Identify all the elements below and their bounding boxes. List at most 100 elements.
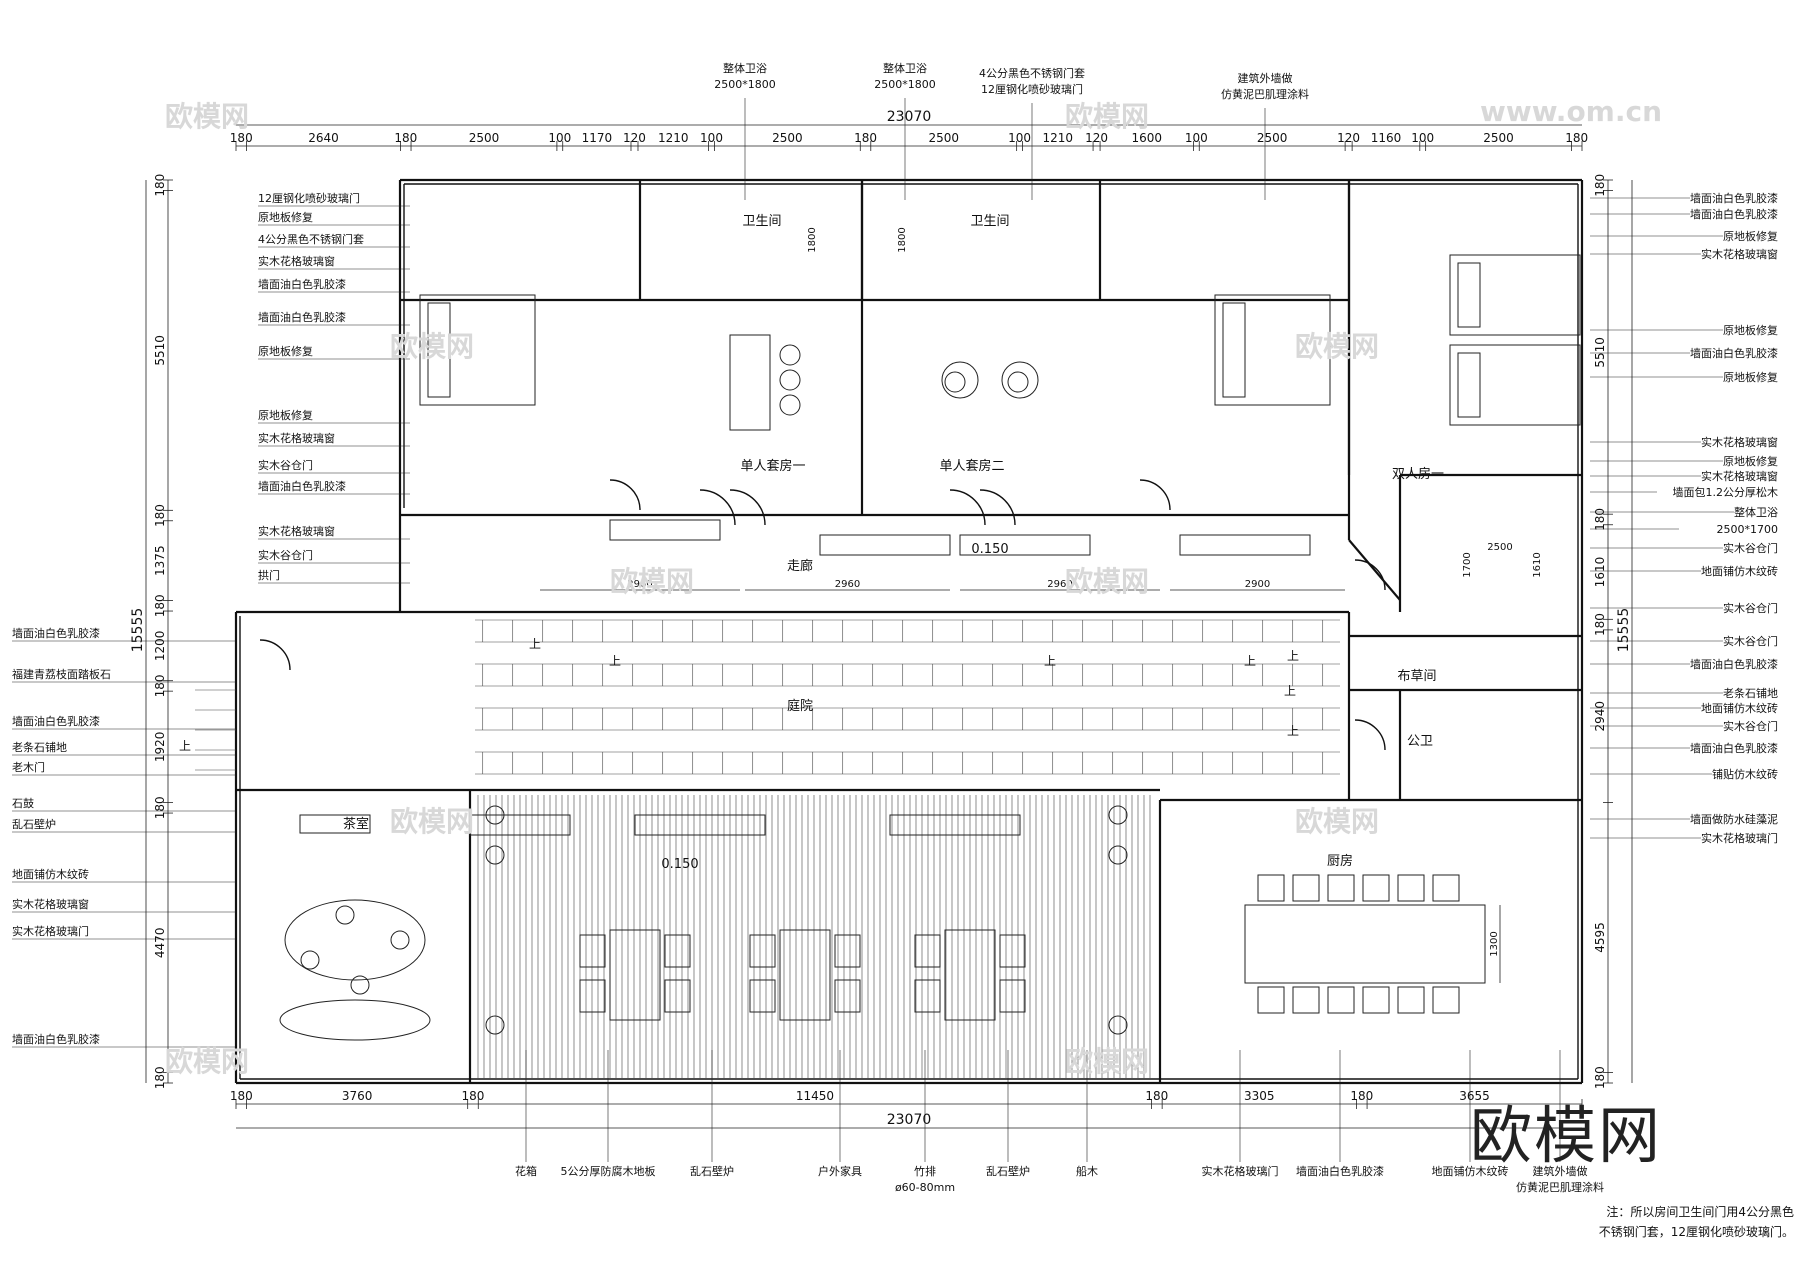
planter — [299, 814, 371, 834]
right-annotation: 墙面油白色乳胶漆 — [1690, 191, 1778, 205]
bath-dim: 1700 — [1462, 552, 1473, 577]
dining-chair — [1397, 874, 1425, 902]
left-annotation: 实木花格玻璃窗 — [258, 431, 335, 445]
outdoor-chair — [999, 934, 1026, 968]
bottom-dim-value: 180 — [1350, 1089, 1373, 1103]
planter-pot — [485, 805, 505, 825]
right-dim-value: 180 — [1593, 508, 1607, 531]
outdoor-chair — [664, 979, 691, 1013]
right-annotation: 2500*1700 — [1717, 523, 1779, 536]
top-dim-value: 120 — [623, 131, 646, 145]
left-annotation: 墙面油白色乳胶漆 — [258, 277, 346, 291]
left-annotation: 墙面油白色乳胶漆 — [12, 714, 100, 728]
right-annotation: 墙面做防水硅藻泥 — [1690, 812, 1778, 826]
right-annotation: 实木花格玻璃窗 — [1701, 469, 1778, 483]
left-annotation: 福建青荔枝面踏板石 — [12, 667, 111, 681]
bottom-annotation: 竹排 — [914, 1164, 936, 1178]
right-dim-value: 180 — [1593, 1066, 1607, 1089]
watermark: 欧模网 — [1065, 1045, 1150, 1078]
watermark: 欧模网 — [1295, 330, 1380, 363]
bottom-annotation: 仿黄泥巴肌理涂料 — [1516, 1180, 1604, 1194]
watermark: 欧模网 — [1065, 565, 1150, 598]
watermark: 欧模网 — [1295, 805, 1380, 838]
table-dim: 1300 — [1489, 931, 1500, 956]
top-dim-value: 100 — [548, 131, 571, 145]
dining-chair — [1327, 986, 1355, 1014]
bottom-dim-value: 11450 — [796, 1089, 834, 1103]
stool — [779, 394, 801, 416]
bottom-annotation: 墙面油白色乳胶漆 — [1296, 1164, 1384, 1178]
outdoor-chair — [834, 934, 861, 968]
furniture-block — [729, 334, 771, 431]
left-dim-value: 180 — [153, 504, 167, 527]
left-annotation: 实木谷仓门 — [258, 548, 313, 562]
top-dim-value: 180 — [854, 131, 877, 145]
stool — [1007, 371, 1029, 393]
planter-pot — [1108, 845, 1128, 865]
pillow — [1222, 302, 1246, 398]
right-annotation: 墙面包1.2公分厚松木 — [1673, 485, 1779, 499]
door-swing — [1139, 479, 1171, 511]
round-table — [1001, 361, 1039, 399]
bottom-dim-value: 180 — [230, 1089, 253, 1103]
bottom-dim-value: 3760 — [342, 1089, 373, 1103]
planter — [889, 814, 1021, 836]
right-annotation: 墙面油白色乳胶漆 — [1690, 346, 1778, 360]
planter-pot — [485, 1015, 505, 1035]
furniture-block — [959, 534, 1091, 556]
left-annotation: 老木门 — [12, 760, 45, 774]
door-swing — [699, 489, 736, 526]
note-line: 注：所以房间卫生间门用4公分黑色 — [1606, 1205, 1794, 1219]
watermark: 欧模网 — [610, 565, 695, 598]
bottom-annotation: 花箱 — [515, 1164, 537, 1178]
bottom-dim-value: 180 — [1145, 1089, 1168, 1103]
bottom-dim-value: 3305 — [1244, 1089, 1275, 1103]
bottom-annotation: 乱石壁炉 — [986, 1164, 1030, 1178]
inner-dim-value: 2960 — [835, 579, 860, 590]
outdoor-chair — [749, 934, 776, 968]
room-label-corridor: 走廊 — [787, 558, 813, 574]
inner-dim-value: 2960 — [1047, 579, 1072, 590]
room-label-courtyard: 庭院 — [787, 698, 813, 714]
stair-up-mark: 上 — [1287, 649, 1299, 663]
outdoor-chair — [834, 979, 861, 1013]
door-swing — [949, 489, 986, 526]
left-annotation: 墙面油白色乳胶漆 — [12, 626, 100, 640]
right-annotation: 墙面油白色乳胶漆 — [1690, 657, 1778, 671]
planter-pot — [1108, 1015, 1128, 1035]
level-mark: 0.150 — [971, 542, 1008, 557]
leader-lines — [12, 98, 1734, 1162]
right-dim-value: 1610 — [1593, 557, 1607, 588]
dining-chair — [1362, 874, 1390, 902]
right-dim-value: 5510 — [1593, 337, 1607, 368]
top-dim-value: 100 — [700, 131, 723, 145]
room-label-public_wc: 公卫 — [1407, 734, 1433, 749]
top-callout-text: 2500*1800 — [874, 78, 936, 91]
top-dim-value: 2500 — [772, 131, 803, 145]
pillow — [1457, 262, 1481, 328]
outdoor-chair — [749, 979, 776, 1013]
room-label-tea: 茶室 — [343, 816, 369, 832]
left-annotation: 12厘钢化喷砂玻璃门 — [258, 191, 360, 205]
outdoor-chair — [914, 934, 941, 968]
stool — [779, 369, 801, 391]
top-dim-value: 1170 — [582, 131, 613, 145]
left-annotation: 乱石壁炉 — [12, 817, 56, 831]
top-callout-text: 建筑外墙做 — [1238, 71, 1293, 85]
right-annotation: 原地板修复 — [1723, 323, 1778, 337]
tea-stool — [335, 905, 355, 925]
outdoor-chair — [914, 979, 941, 1013]
outdoor-chair — [664, 934, 691, 968]
top-dim-value: 2500 — [1483, 131, 1514, 145]
stool — [944, 371, 966, 393]
left-dim-value: 1920 — [153, 732, 167, 763]
dimension-layer — [145, 124, 1633, 1129]
stair-up-mark: 上 — [529, 637, 541, 651]
top-dim-value: 120 — [1085, 131, 1108, 145]
brand-watermark: 欧模网 — [1470, 1099, 1663, 1172]
bath-dim: 1610 — [1532, 552, 1543, 577]
tea-stool — [300, 950, 320, 970]
watermark: 欧模网 — [390, 330, 475, 363]
top-callout-text: 仿黄泥巴肌理涂料 — [1221, 87, 1309, 101]
bottom-annotation: ø60-80mm — [895, 1181, 955, 1194]
